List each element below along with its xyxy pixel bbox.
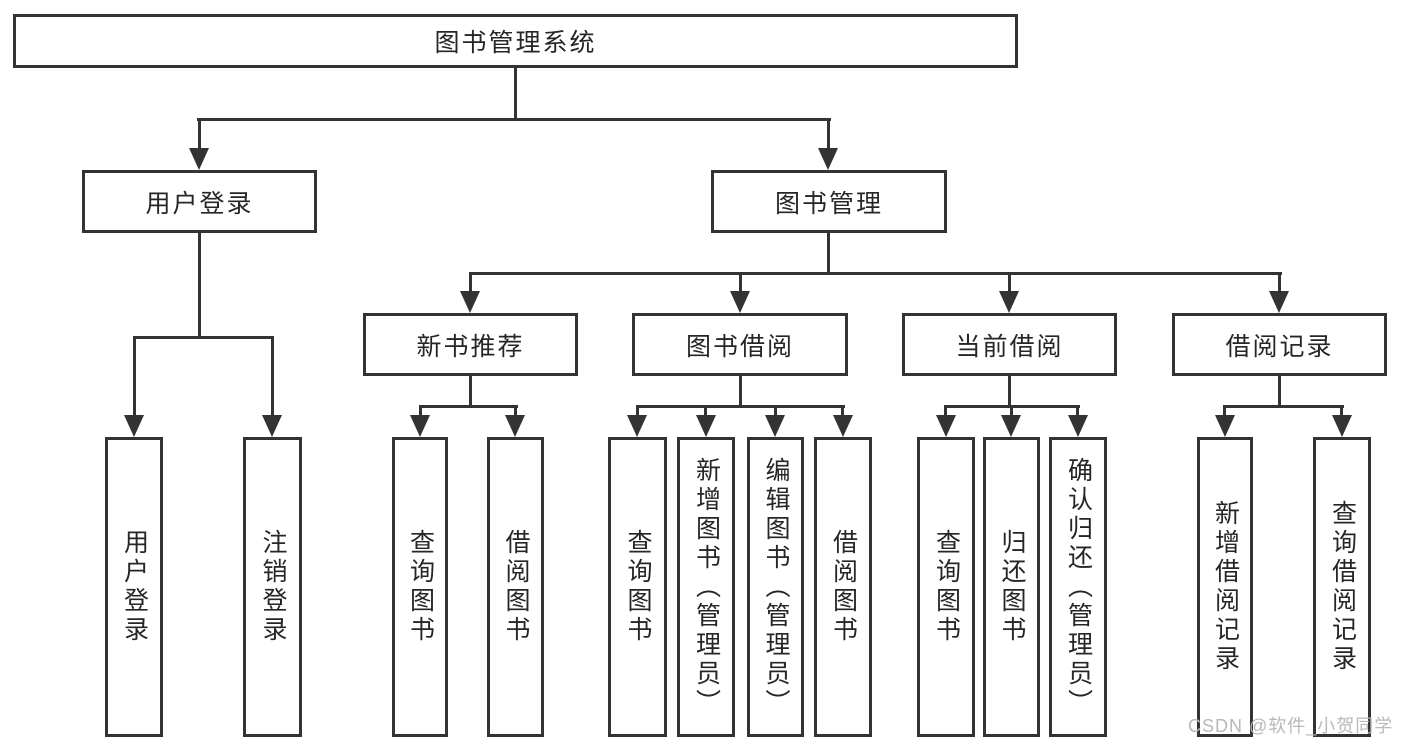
connector-line [419, 405, 518, 408]
arrow-down-icon [1215, 415, 1235, 437]
node-cb-query-books: 查询图书 [917, 437, 975, 737]
arrow-down-icon [460, 291, 480, 313]
node-logout: 注销登录 [243, 437, 302, 737]
arrow-down-icon [1269, 291, 1289, 313]
node-label: 查询图书 [932, 529, 961, 645]
connector-line [271, 336, 274, 420]
connector-line [1076, 405, 1079, 419]
node-label: 归还图书 [998, 529, 1026, 645]
arrow-down-icon [189, 148, 209, 170]
connector-line [1278, 376, 1281, 408]
node-label: 用户登录 [120, 529, 149, 645]
csdn-watermark: CSDN @软件_小贺同学 [1188, 716, 1394, 736]
arrow-down-icon [1332, 415, 1352, 437]
node-label: 借阅图书 [829, 529, 858, 645]
arrow-down-icon [262, 415, 282, 437]
arrow-down-icon [696, 415, 716, 437]
arrow-down-icon [999, 291, 1019, 313]
node-current-borrow: 当前借阅 [902, 313, 1117, 376]
node-bb-add-books-admin: 新增图书（管理员） [677, 437, 735, 737]
node-br-add-record: 新增借阅记录 [1197, 437, 1253, 737]
arrow-down-icon [124, 415, 144, 437]
arrow-down-icon [627, 415, 647, 437]
node-br-query-record: 查询借阅记录 [1313, 437, 1371, 737]
arrow-down-icon [818, 148, 838, 170]
connector-line [514, 68, 517, 118]
arrow-down-icon [1068, 415, 1088, 437]
connector-line [1223, 405, 1344, 408]
node-nb-query-books: 查询图书 [392, 437, 448, 737]
connector-line [1008, 272, 1011, 296]
connector-line [133, 336, 136, 420]
node-label: 注销登录 [259, 529, 287, 645]
node-label: 新增图书（管理员） [692, 456, 721, 718]
node-label: 查询借阅记录 [1328, 500, 1357, 674]
connector-line [133, 336, 274, 339]
connector-line [1010, 405, 1013, 419]
arrow-down-icon [936, 415, 956, 437]
connector-line [1340, 405, 1343, 419]
connector-line [827, 118, 830, 154]
arrow-down-icon [1001, 415, 1021, 437]
node-label: 查询图书 [624, 529, 652, 645]
node-bb-edit-books-admin: 编辑图书（管理员） [747, 437, 804, 737]
node-book-mgmt: 图书管理 [711, 170, 947, 233]
arrow-down-icon [765, 415, 785, 437]
connector-line [1223, 405, 1226, 419]
node-label: 新增借阅记录 [1211, 500, 1240, 674]
connector-line [197, 118, 831, 121]
connector-line [514, 405, 517, 419]
connector-line [469, 376, 472, 408]
connector-line [1008, 376, 1011, 408]
connector-line [827, 233, 830, 275]
node-user-login: 用户登录 [82, 170, 317, 233]
connector-line [198, 118, 201, 154]
arrow-down-icon [833, 415, 853, 437]
node-label: 图书管理 [774, 189, 883, 218]
node-label: 用户登录 [145, 189, 254, 218]
node-label: 编辑图书（管理员） [762, 456, 790, 718]
node-label: 借阅记录 [1225, 332, 1334, 361]
node-root-system: 图书管理系统 [13, 14, 1018, 68]
arrow-down-icon [505, 415, 525, 437]
connector-line [198, 233, 201, 336]
connector-line [774, 405, 777, 419]
connector-line [944, 405, 947, 419]
arrow-down-icon [730, 291, 750, 313]
node-label: 新书推荐 [416, 332, 525, 361]
node-label: 图书管理系统 [434, 29, 597, 57]
connector-line [469, 272, 472, 296]
connector-line [739, 272, 742, 296]
arrow-down-icon [410, 415, 430, 437]
connector-line [739, 376, 742, 408]
connector-line [704, 405, 707, 419]
node-bb-borrow-books: 借阅图书 [814, 437, 872, 737]
node-borrow-records: 借阅记录 [1172, 313, 1387, 376]
connector-line [1278, 272, 1281, 296]
node-label: 确认归还（管理员） [1064, 456, 1093, 718]
node-new-book-rec: 新书推荐 [363, 313, 578, 376]
node-bb-query-books: 查询图书 [608, 437, 667, 737]
connector-line [469, 272, 1282, 275]
node-cb-confirm-return-admin: 确认归还（管理员） [1049, 437, 1107, 737]
node-cb-return-books: 归还图书 [983, 437, 1040, 737]
connector-line [419, 405, 422, 419]
connector-line [636, 405, 639, 419]
node-book-borrow: 图书借阅 [632, 313, 848, 376]
node-label: 当前借阅 [955, 332, 1064, 361]
node-nb-borrow-books: 借阅图书 [487, 437, 544, 737]
node-label: 图书借阅 [685, 332, 794, 361]
node-label: 借阅图书 [502, 529, 530, 645]
connector-line [841, 405, 844, 419]
connector-line [636, 405, 845, 408]
node-user-login-leaf: 用户登录 [105, 437, 163, 737]
node-label: 查询图书 [406, 529, 435, 645]
